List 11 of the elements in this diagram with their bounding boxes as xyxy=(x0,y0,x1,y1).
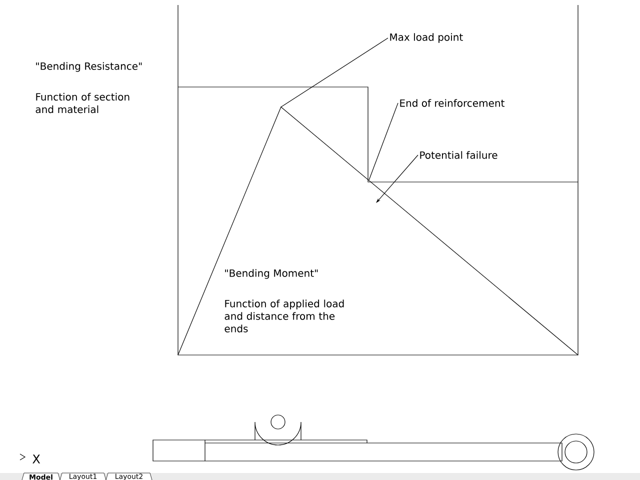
callout-text: End of reinforcement xyxy=(400,99,504,107)
note-text: Function of applied load and distance from the ends xyxy=(224,300,344,332)
callout-text: Max load point xyxy=(390,33,463,43)
heading-text: "Bending Moment" xyxy=(225,269,318,279)
axis-label: X xyxy=(32,454,40,464)
leader-line xyxy=(376,154,418,203)
heading-text: "Bending Resistance" xyxy=(36,62,142,72)
leader-line xyxy=(280,38,388,108)
note-text: Function of section and material xyxy=(36,92,130,114)
callout-text: Potential failure xyxy=(420,151,498,159)
leader-line xyxy=(368,102,398,180)
